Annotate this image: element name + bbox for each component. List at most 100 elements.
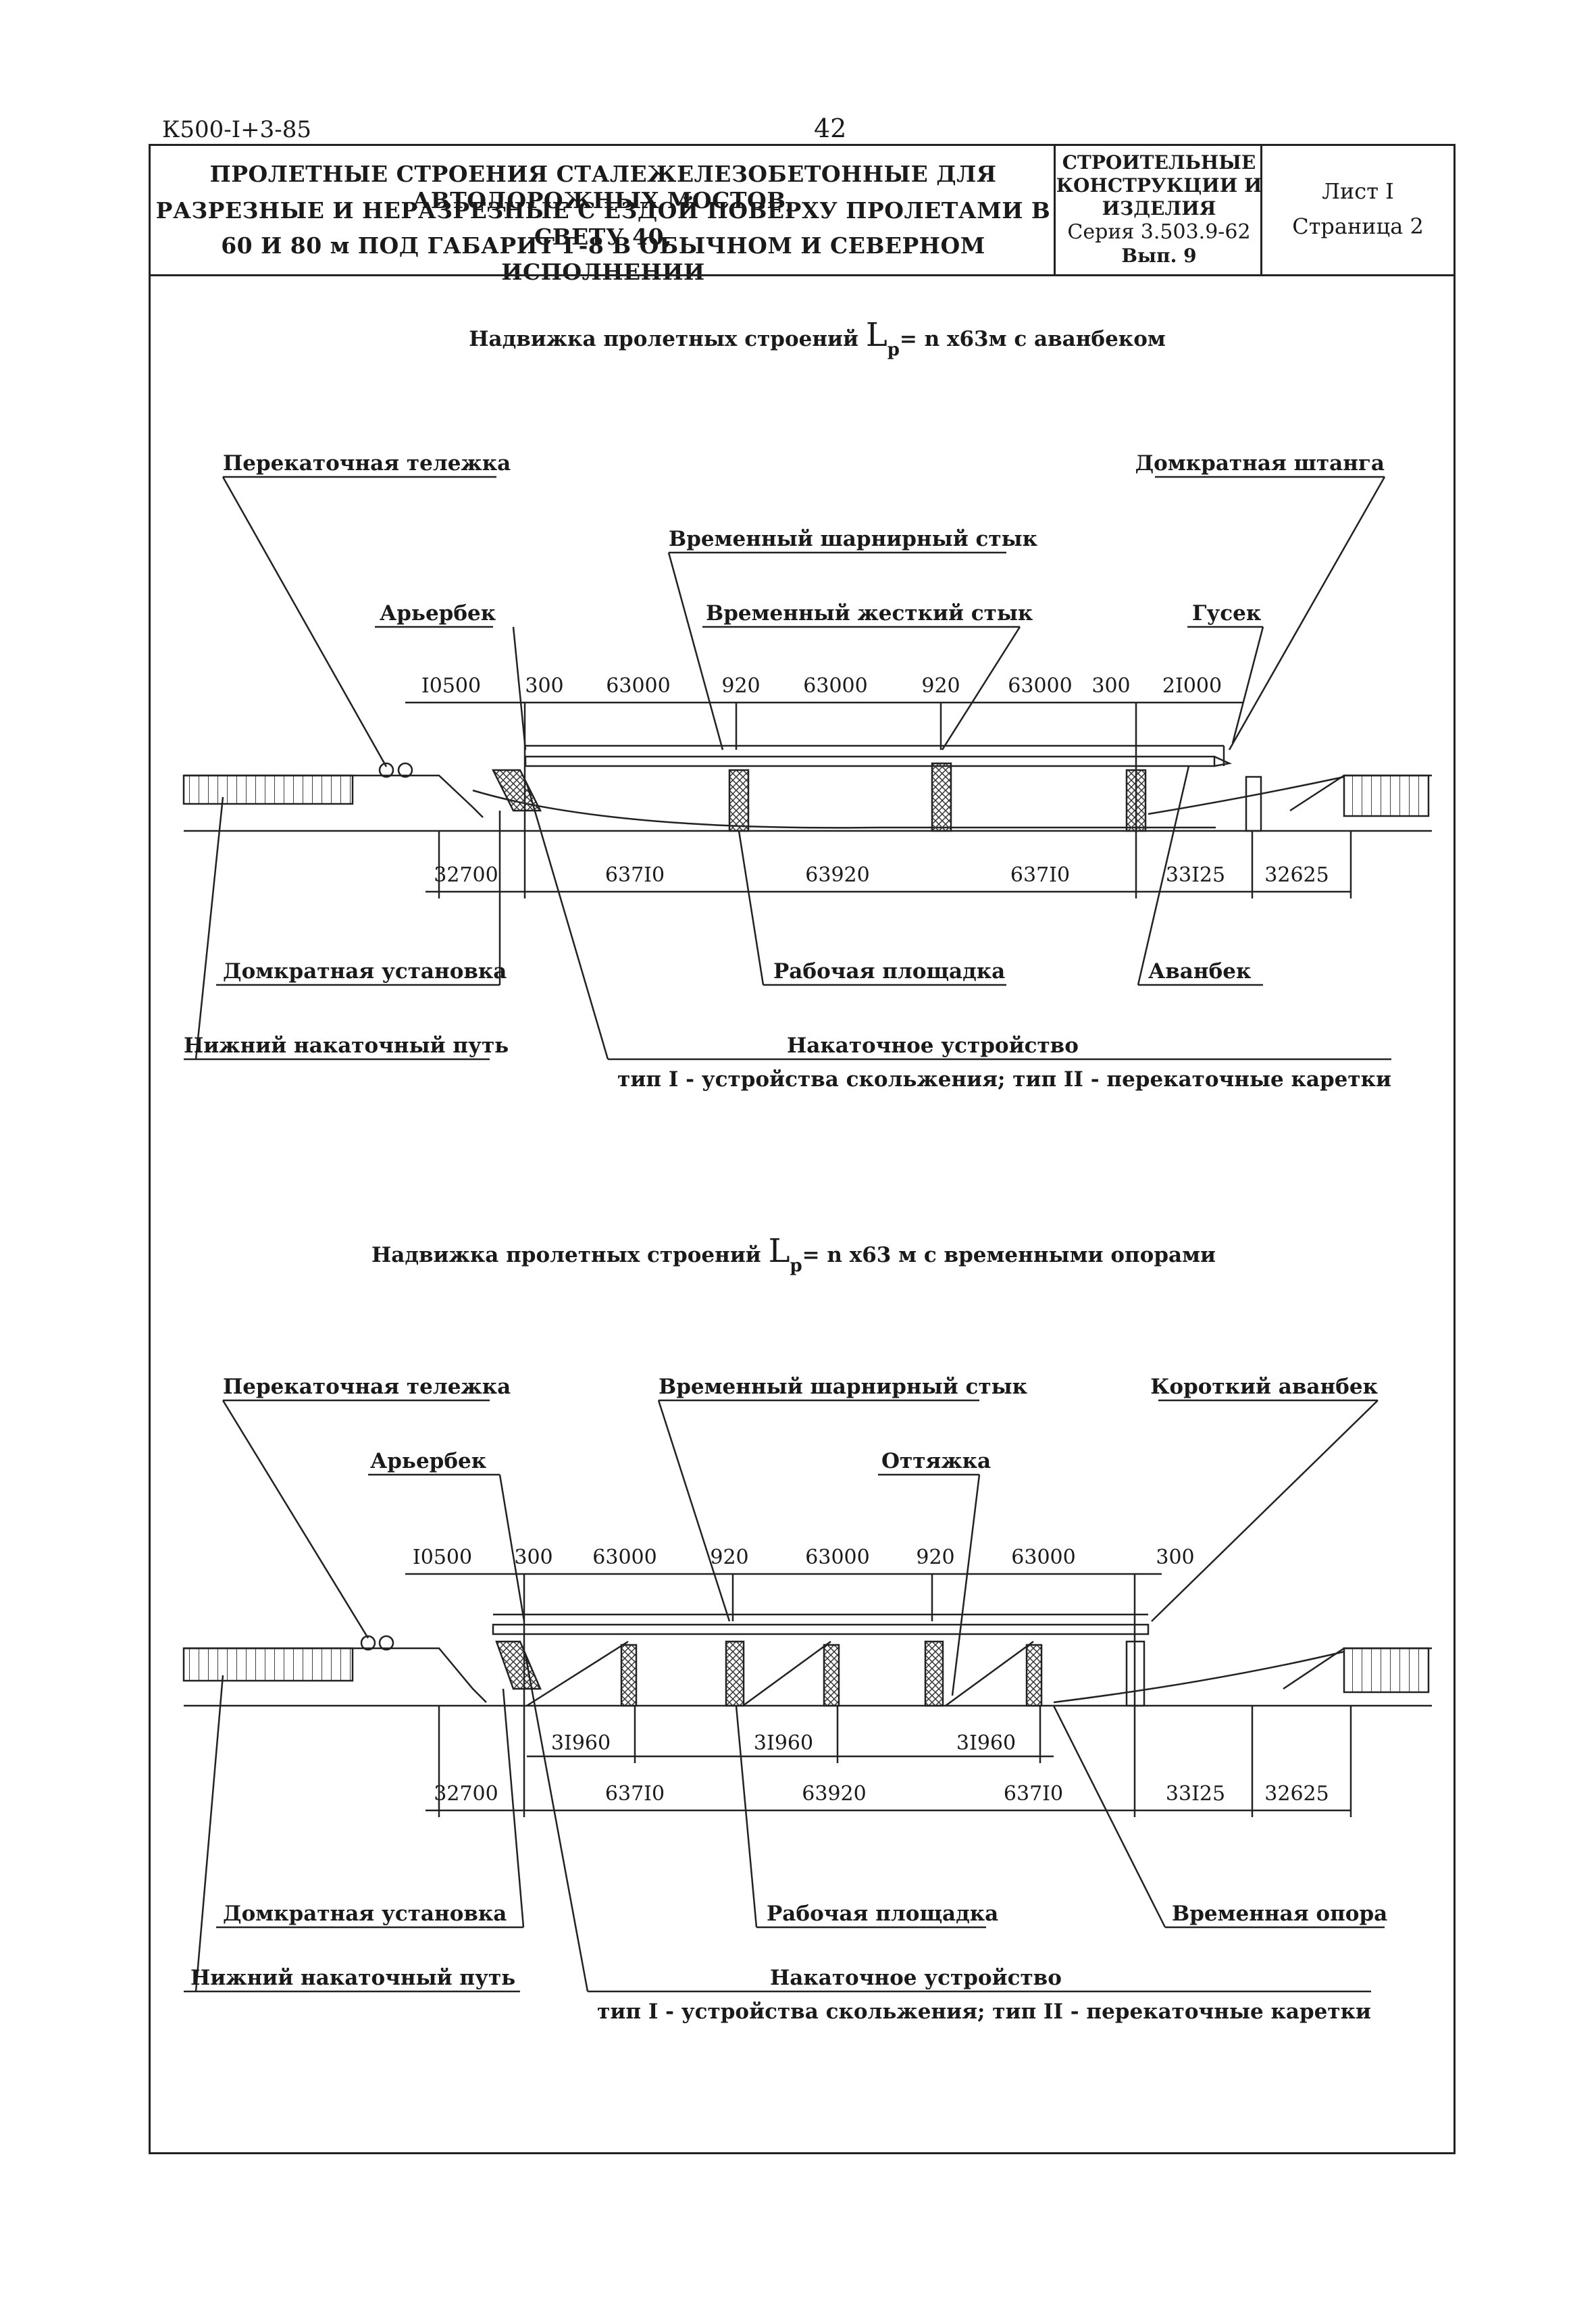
label-rolling-types-2: тип I - устройства скольжения; тип II - … (597, 2000, 1371, 2024)
dim2-top-0: I0500 (413, 1546, 472, 1569)
trolley-1-wheel (378, 762, 394, 778)
label-jack-rod: Домкратная штанга (1135, 451, 1385, 476)
dim2-bottom-4: 33I25 (1166, 1782, 1225, 1806)
dim2-top-3: 920 (710, 1546, 748, 1569)
issue-number: Вып. 9 (1121, 245, 1197, 267)
diagram-2-bottom-dims: 32700 637I0 63920 637I0 33I25 32625 (434, 1782, 1329, 1806)
dim1-bottom-0: 32700 (434, 863, 498, 887)
label-rear-beak-2: Арьербек (370, 1449, 487, 1473)
jack-unit-1 (491, 769, 542, 812)
pier-2-1 (725, 1640, 745, 1707)
series-number: Серия 3.503.9-62 (1067, 220, 1251, 244)
label-rolling-device-1: Накаточное устройство (787, 1034, 1079, 1058)
dim1-top-2: 63000 (606, 674, 670, 698)
diagram-2-structure (182, 1399, 1432, 1993)
dim1-bottom-5: 32625 (1264, 863, 1329, 887)
title-line-2: РАЗРЕЗНЫЕ И НЕРАЗРЕЗНЫЕ С ЕЗДОЙ ПОВЕРХУ … (155, 197, 1051, 250)
label-rear-beak-1: Арьербек (380, 601, 496, 626)
dim1-bottom-2: 63920 (805, 863, 869, 887)
category-line-2: КОНСТРУКЦИИ И (1056, 174, 1262, 197)
sheet-page: Страница 2 (1292, 213, 1424, 239)
title-block-description: ПРОЛЕТНЫЕ СТРОЕНИЯ СТАЛЕЖЕЛЕЗОБЕТОННЫЕ Д… (151, 146, 1056, 285)
label-trolley-2: Перекаточная тележка (223, 1375, 511, 1399)
label-rolling-types-1: тип I - устройства скольжения; тип II - … (617, 1067, 1391, 1092)
dim1-top-1: 300 (525, 674, 563, 698)
span-girder (524, 755, 1216, 767)
pier-1 (728, 769, 750, 832)
label-temp-support: Временная опора (1172, 1902, 1387, 1926)
title-block-sheet: Лист I Страница 2 (1262, 146, 1453, 274)
diagram-1-title: Надвижка пролетных строений Lр= n x63м с… (469, 316, 1166, 360)
title-line-1: ПРОЛЕТНЫЕ СТРОЕНИЯ СТАЛЕЖЕЛЕЗОБЕТОННЫЕ Д… (209, 161, 997, 213)
nose-tip (1214, 755, 1233, 767)
category-line-1: СТРОИТЕЛЬНЫЕ (1062, 151, 1256, 174)
sheet-number: Лист I (1322, 178, 1394, 204)
pier-2-2 (924, 1640, 944, 1707)
jack-unit-2 (495, 1640, 542, 1690)
title-line-3: 60 И 80 м ПОД ГАБАРИТ Г-8 В ОБЫЧНОМ И СЕ… (221, 232, 985, 285)
dim2-top-4: 63000 (805, 1546, 869, 1569)
label-hinge-joint-2: Временный шарнирный стык (659, 1375, 1028, 1399)
dim2-bottom-2: 63920 (802, 1782, 866, 1806)
title-block-divider (151, 274, 1453, 276)
label-nose: Аванбек (1148, 959, 1252, 984)
label-rigid-joint: Временный жесткий стык (706, 601, 1033, 626)
dim2-top-6: 63000 (1011, 1546, 1075, 1569)
label-hinge-joint-1: Временный шарнирный стык (669, 527, 1038, 551)
label-lower-track-2: Нижний накаточный путь (190, 1966, 515, 1990)
dim1-top-0: I0500 (421, 674, 481, 698)
diagram-1: Надвижка пролетных строений Lр= n x63м с… (182, 316, 1432, 1092)
diagram-1-bottom-dims: 32700 637I0 63920 637I0 33I25 32625 (434, 863, 1329, 887)
right-embankment (1343, 774, 1430, 817)
label-rolling-device-2: Накаточное устройство (770, 1966, 1062, 1990)
drawing-frame: ПРОЛЕТНЫЕ СТРОЕНИЯ СТАЛЕЖЕЛЕЗОБЕТОННЫЕ Д… (149, 144, 1456, 2154)
category-line-3: ИЗДЕЛИЯ (1102, 197, 1216, 220)
dim2-mid-0: 3I960 (551, 1731, 611, 1755)
left-embankment (182, 774, 354, 805)
temp-support-3 (1025, 1644, 1043, 1707)
dim2-bottom-0: 32700 (434, 1782, 498, 1806)
diagram-2-top-dims: I0500 300 63000 920 63000 920 63000 300 (413, 1546, 1195, 1569)
diagram-1-structure (182, 476, 1432, 1061)
pier-4 (1245, 776, 1262, 832)
dim1-bottom-4: 33I25 (1166, 863, 1225, 887)
dim1-top-6: 63000 (1008, 674, 1072, 698)
trolley-2-wheel (360, 1635, 376, 1651)
temp-support-1 (620, 1644, 638, 1707)
pier-2 (931, 762, 952, 832)
temp-support-2 (823, 1644, 840, 1707)
label-gooseneck: Гусек (1192, 601, 1262, 626)
dim2-mid-2: 3I960 (956, 1731, 1016, 1755)
dim2-mid-1: 3I960 (754, 1731, 813, 1755)
dim1-bottom-1: 637I0 (605, 863, 665, 887)
label-trolley-1: Перекаточная тележка (223, 451, 511, 476)
dim1-top-8: 2I000 (1162, 674, 1222, 698)
dim1-top-7: 300 (1091, 674, 1130, 698)
label-jack-unit-1: Домкратная установка (223, 959, 507, 984)
label-guy: Оттяжка (881, 1449, 991, 1473)
span-girder-2 (492, 1623, 1150, 1635)
label-lower-track-1: Нижний накаточный путь (184, 1034, 509, 1058)
diagram-2: Надвижка пролетных строений Lр= n x63 м … (182, 1232, 1432, 2024)
dim2-top-5: 920 (916, 1546, 954, 1569)
diagram-2-title: Надвижка пролетных строений Lр= n x63 м … (371, 1232, 1216, 1276)
dim2-top-1: 300 (514, 1546, 552, 1569)
right-embankment-2 (1343, 1647, 1430, 1694)
diagram-1-top-dims: I0500 300 63000 920 63000 920 63000 300 … (421, 674, 1222, 698)
label-work-platform-2: Рабочая площадка (767, 1902, 998, 1926)
label-work-platform-1: Рабочая площадка (773, 959, 1005, 984)
label-short-nose: Короткий аванбек (1150, 1375, 1378, 1399)
dim2-top-2: 63000 (592, 1546, 657, 1569)
diagram-2-mid-dims: 3I960 3I960 3I960 (551, 1731, 1016, 1755)
dim2-bottom-3: 637I0 (1004, 1782, 1063, 1806)
document-code: К500-I+3-85 (162, 116, 311, 143)
page-number: 42 (814, 113, 847, 143)
dim2-bottom-5: 32625 (1264, 1782, 1329, 1806)
dim1-top-3: 920 (721, 674, 760, 698)
dim1-top-5: 920 (921, 674, 960, 698)
dim2-top-7: 300 (1156, 1546, 1194, 1569)
dim1-top-4: 63000 (803, 674, 867, 698)
dim1-bottom-3: 637I0 (1010, 863, 1070, 887)
label-jack-unit-2: Домкратная установка (223, 1902, 507, 1926)
